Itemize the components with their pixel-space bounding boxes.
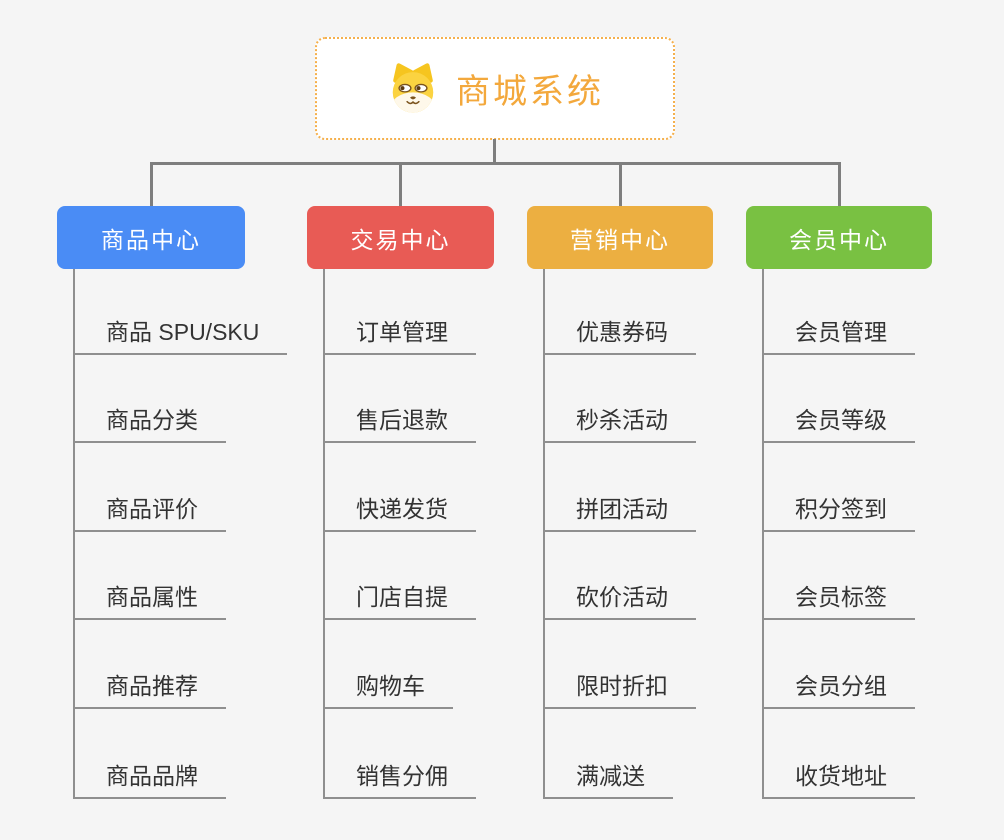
- connector-vline-trade-center: [323, 269, 325, 799]
- child-topic[interactable]: 会员标签: [762, 570, 915, 620]
- connector-bus: [150, 162, 840, 165]
- child-topic[interactable]: 拼团活动: [543, 482, 696, 532]
- child-topic[interactable]: 会员分组: [762, 659, 915, 709]
- child-topic[interactable]: 门店自提: [323, 570, 476, 620]
- child-topic[interactable]: 售后退款: [323, 393, 476, 443]
- child-topic[interactable]: 会员管理: [762, 305, 915, 355]
- branch-node-trade-center[interactable]: 交易中心: [307, 206, 494, 269]
- child-topic[interactable]: 满减送: [543, 749, 673, 799]
- branch-trade-center: 交易中心订单管理售后退款快递发货门店自提购物车销售分佣: [307, 162, 494, 806]
- connector-vline-product-center: [73, 269, 75, 799]
- connector-drop-trade-center: [399, 162, 402, 206]
- connector-drop-marketing-center: [618, 162, 622, 206]
- child-topic[interactable]: 商品 SPU/SKU: [73, 305, 288, 355]
- branch-node-marketing-center[interactable]: 营销中心: [527, 206, 713, 269]
- child-topic[interactable]: 商品属性: [73, 570, 226, 620]
- connector-vline-marketing-center: [543, 269, 545, 799]
- child-topic[interactable]: 商品分类: [73, 393, 226, 443]
- connector-vline-member-center: [762, 269, 764, 799]
- child-topic[interactable]: 快递发货: [323, 482, 476, 532]
- branch-node-product-center[interactable]: 商品中心: [57, 206, 245, 269]
- child-topic[interactable]: 订单管理: [323, 305, 476, 355]
- child-topic[interactable]: 优惠券码: [543, 305, 696, 355]
- child-topic[interactable]: 限时折扣: [543, 659, 696, 709]
- child-topic[interactable]: 商品推荐: [73, 659, 226, 709]
- child-topic[interactable]: 购物车: [323, 659, 453, 709]
- child-topic[interactable]: 积分签到: [762, 482, 915, 532]
- branch-product-center: 商品中心商品 SPU/SKU 商品分类商品评价商品属性商品推荐商品品牌: [57, 162, 288, 806]
- root-node[interactable]: 商城系统: [315, 37, 675, 140]
- branch-marketing-center: 营销中心优惠券码秒杀活动拼团活动砍价活动限时折扣满减送: [527, 162, 713, 806]
- root-node-label: 商城系统: [456, 73, 604, 111]
- child-topic[interactable]: 商品品牌: [73, 749, 226, 799]
- child-topic[interactable]: 砍价活动: [543, 570, 696, 620]
- child-topic[interactable]: 秒杀活动: [543, 393, 696, 443]
- branch-member-center: 会员中心会员管理会员等级积分签到会员标签会员分组收货地址: [746, 162, 932, 806]
- child-topic[interactable]: 销售分佣: [323, 749, 476, 799]
- child-topic[interactable]: 收货地址: [762, 749, 915, 799]
- connector-root-stem: [493, 139, 496, 163]
- branch-node-member-center[interactable]: 会员中心: [746, 206, 932, 269]
- connector-drop-member-center: [837, 162, 841, 206]
- dog-face-icon: [386, 62, 440, 116]
- connector-drop-product-center: [149, 162, 153, 206]
- child-topic[interactable]: 会员等级: [762, 393, 915, 443]
- child-topic[interactable]: 商品评价: [73, 482, 226, 532]
